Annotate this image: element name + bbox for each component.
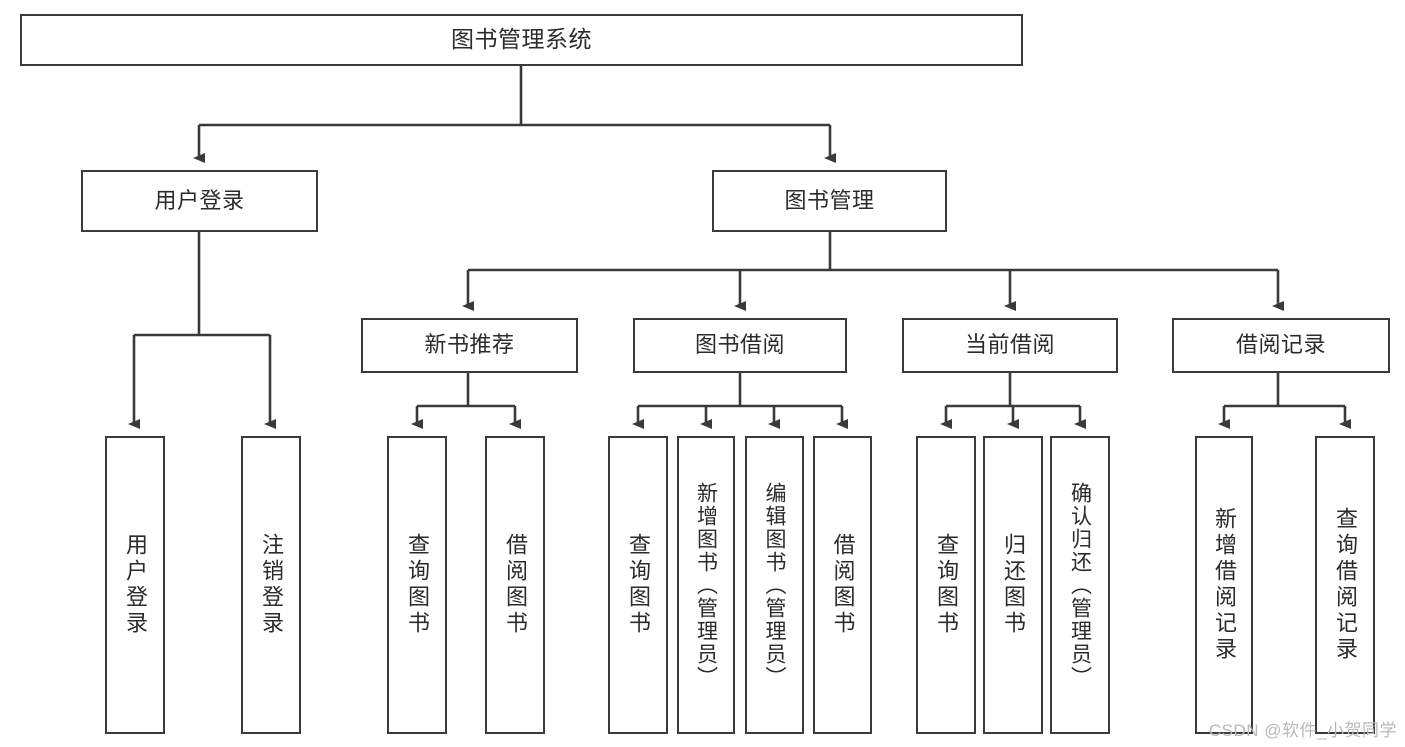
node-label: 借阅图书 xyxy=(830,533,856,637)
node-label: 借阅记录 xyxy=(1235,332,1326,358)
watermark: CSDN @软件_小贺同学 xyxy=(1208,721,1397,740)
leaf-add-book-admin[interactable]: 新增图书（管理员） xyxy=(677,436,735,734)
node-book-borrow[interactable]: 图书借阅 xyxy=(633,318,847,373)
node-label: 查询图书 xyxy=(405,533,430,637)
leaf-logout[interactable]: 注销登录 xyxy=(241,436,301,734)
leaf-query-book-recommend[interactable]: 查询图书 xyxy=(387,436,447,734)
leaf-query-book-current[interactable]: 查询图书 xyxy=(916,436,976,734)
leaf-user-login[interactable]: 用户登录 xyxy=(105,436,165,734)
node-label: 新增借阅记录 xyxy=(1212,507,1237,663)
node-book-manage[interactable]: 图书管理 xyxy=(712,170,947,232)
leaf-query-book-borrow[interactable]: 查询图书 xyxy=(608,436,668,734)
node-new-book-recommend[interactable]: 新书推荐 xyxy=(361,318,578,373)
leaf-query-borrow-record[interactable]: 查询借阅记录 xyxy=(1315,436,1375,734)
node-label: 借阅图书 xyxy=(503,533,528,637)
node-label: 归还图书 xyxy=(1001,533,1026,637)
node-label: 查询借阅记录 xyxy=(1333,507,1358,663)
node-label: 查询图书 xyxy=(626,533,651,637)
node-user-login[interactable]: 用户登录 xyxy=(81,170,318,232)
leaf-edit-book-admin[interactable]: 编辑图书（管理员） xyxy=(745,436,804,734)
node-label: 图书管理 xyxy=(784,187,875,213)
node-label: 编辑图书（管理员） xyxy=(763,481,786,689)
node-label: 查询图书 xyxy=(934,533,959,637)
node-label: 图书管理系统 xyxy=(451,26,592,53)
leaf-return-book[interactable]: 归还图书 xyxy=(983,436,1043,734)
leaf-borrow-book-recommend[interactable]: 借阅图书 xyxy=(485,436,545,734)
node-label: 用户登录 xyxy=(123,533,148,637)
node-label: 确认归还（管理员） xyxy=(1068,481,1092,689)
node-label: 新增图书（管理员） xyxy=(694,481,718,689)
node-root-system[interactable]: 图书管理系统 xyxy=(20,14,1023,66)
node-borrow-record[interactable]: 借阅记录 xyxy=(1172,318,1390,373)
node-label: 新书推荐 xyxy=(424,332,515,358)
node-label: 用户登录 xyxy=(154,187,245,213)
leaf-borrow-book-borrow[interactable]: 借阅图书 xyxy=(813,436,872,734)
leaf-add-borrow-record[interactable]: 新增借阅记录 xyxy=(1195,436,1253,734)
node-label: 当前借阅 xyxy=(964,332,1055,358)
leaf-confirm-return-admin[interactable]: 确认归还（管理员） xyxy=(1050,436,1110,734)
node-label: 注销登录 xyxy=(259,533,284,637)
node-current-borrow[interactable]: 当前借阅 xyxy=(902,318,1118,373)
node-label: 图书借阅 xyxy=(694,332,785,358)
